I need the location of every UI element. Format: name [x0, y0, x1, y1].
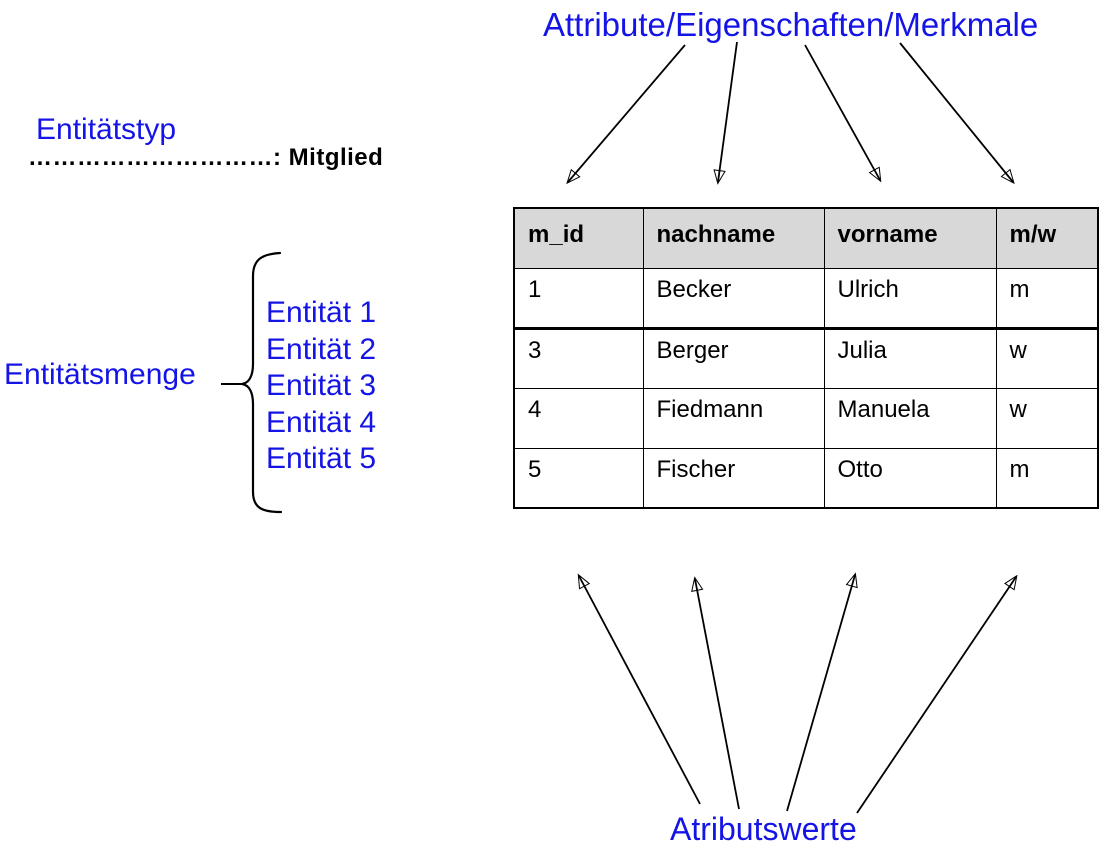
- column-header-nachname: nachname: [642, 207, 825, 269]
- value-arrow-2: [691, 576, 740, 810]
- entity-list-item: Entität 2: [266, 332, 377, 366]
- column-header-vorname: vorname: [823, 207, 997, 269]
- table-cell: Berger: [642, 327, 825, 389]
- table-row: 5 Fischer Otto m: [513, 447, 1099, 509]
- member-table: m_id nachname vorname m/w 1 Becker Ulric…: [513, 207, 1099, 509]
- attributes-title-label: Attribute/Eigenschaften/Merkmale: [543, 6, 1039, 43]
- table-header-row: m_id nachname vorname m/w: [513, 207, 1099, 269]
- table-cell: 1: [513, 267, 644, 330]
- table-cell: m: [995, 447, 1099, 509]
- attribute-value-arrows: [577, 572, 1018, 814]
- table-cell: 5: [513, 447, 644, 509]
- attribute-arrow-nachname: [713, 41, 738, 185]
- table-cell: Ulrich: [823, 267, 997, 330]
- value-arrow-3: [786, 572, 858, 812]
- table-cell: Julia: [823, 327, 997, 389]
- entity-set-label: Entitätsmenge: [4, 358, 196, 391]
- table-cell: Fischer: [642, 447, 825, 509]
- value-arrow-1: [577, 573, 701, 805]
- attribute-arrows: [566, 41, 1015, 185]
- table-cell: w: [995, 387, 1099, 449]
- table-cell: 4: [513, 387, 644, 449]
- attribute-arrow-vorname: [804, 44, 882, 183]
- column-header-m-id: m_id: [513, 207, 644, 269]
- entity-type-dotted-line: …………………………: Mitglied: [28, 144, 384, 171]
- attribute-arrow-m-id: [566, 44, 686, 185]
- table-cell: Becker: [642, 267, 825, 330]
- table-cell: Manuela: [823, 387, 997, 449]
- entity-list: Entität 1 Entität 2 Entität 3 Entität 4 …: [266, 295, 376, 478]
- entity-list-item: Entität 3: [266, 369, 377, 402]
- table-row: 3 Berger Julia w: [513, 327, 1099, 389]
- entity-type-label: Entitätstyp: [36, 113, 177, 146]
- entity-list-item: Entität 4: [266, 405, 377, 439]
- attribute-values-label: Atributswerte: [670, 811, 857, 847]
- table-row: 4 Fiedmann Manuela w: [513, 387, 1099, 449]
- attribute-arrow-m-w: [899, 42, 1015, 185]
- table-cell: m: [995, 267, 1099, 330]
- table-row: 1 Becker Ulrich m: [513, 267, 1099, 330]
- entity-list-item: Entität 1: [266, 296, 377, 329]
- entity-list-item: Entität 5: [266, 442, 377, 475]
- value-arrow-4: [856, 574, 1018, 814]
- table-cell: w: [995, 327, 1099, 389]
- table-cell: Otto: [823, 447, 997, 509]
- column-header-m-w: m/w: [995, 207, 1099, 269]
- table-cell: Fiedmann: [642, 387, 825, 449]
- table-cell: 3: [513, 327, 644, 389]
